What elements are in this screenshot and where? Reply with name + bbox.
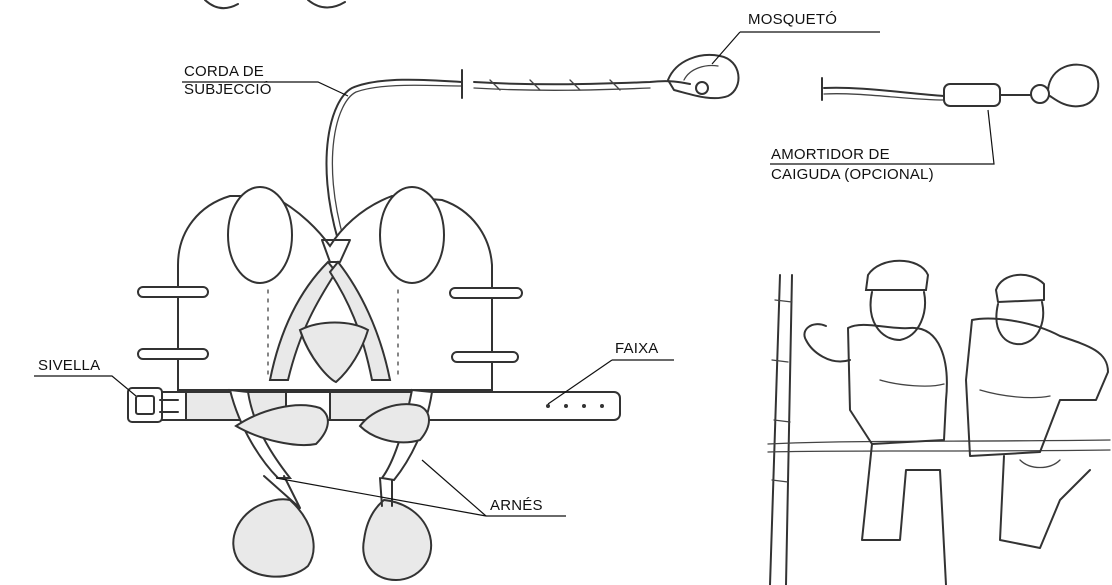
label-corda-line1: CORDA DE [184, 63, 264, 80]
harness-vest [138, 187, 522, 390]
label-arnes: ARNÉS [490, 497, 543, 514]
shock-absorber [822, 65, 1098, 107]
top-cropped-loops [205, 0, 345, 8]
label-mosqueto: MOSQUETÓ [748, 11, 837, 28]
label-sivella: SIVELLA [38, 357, 100, 374]
label-faixa: FAIXA [615, 340, 659, 357]
label-amortidor-line1: AMORTIDOR DE [771, 146, 890, 163]
label-corda-line2: SUBJECCIÓ [184, 81, 272, 98]
label-amortidor-line2: CAIGUDA (OPCIONAL) [771, 166, 934, 183]
carabiner-main [668, 55, 738, 98]
workers-sketch [768, 261, 1110, 585]
